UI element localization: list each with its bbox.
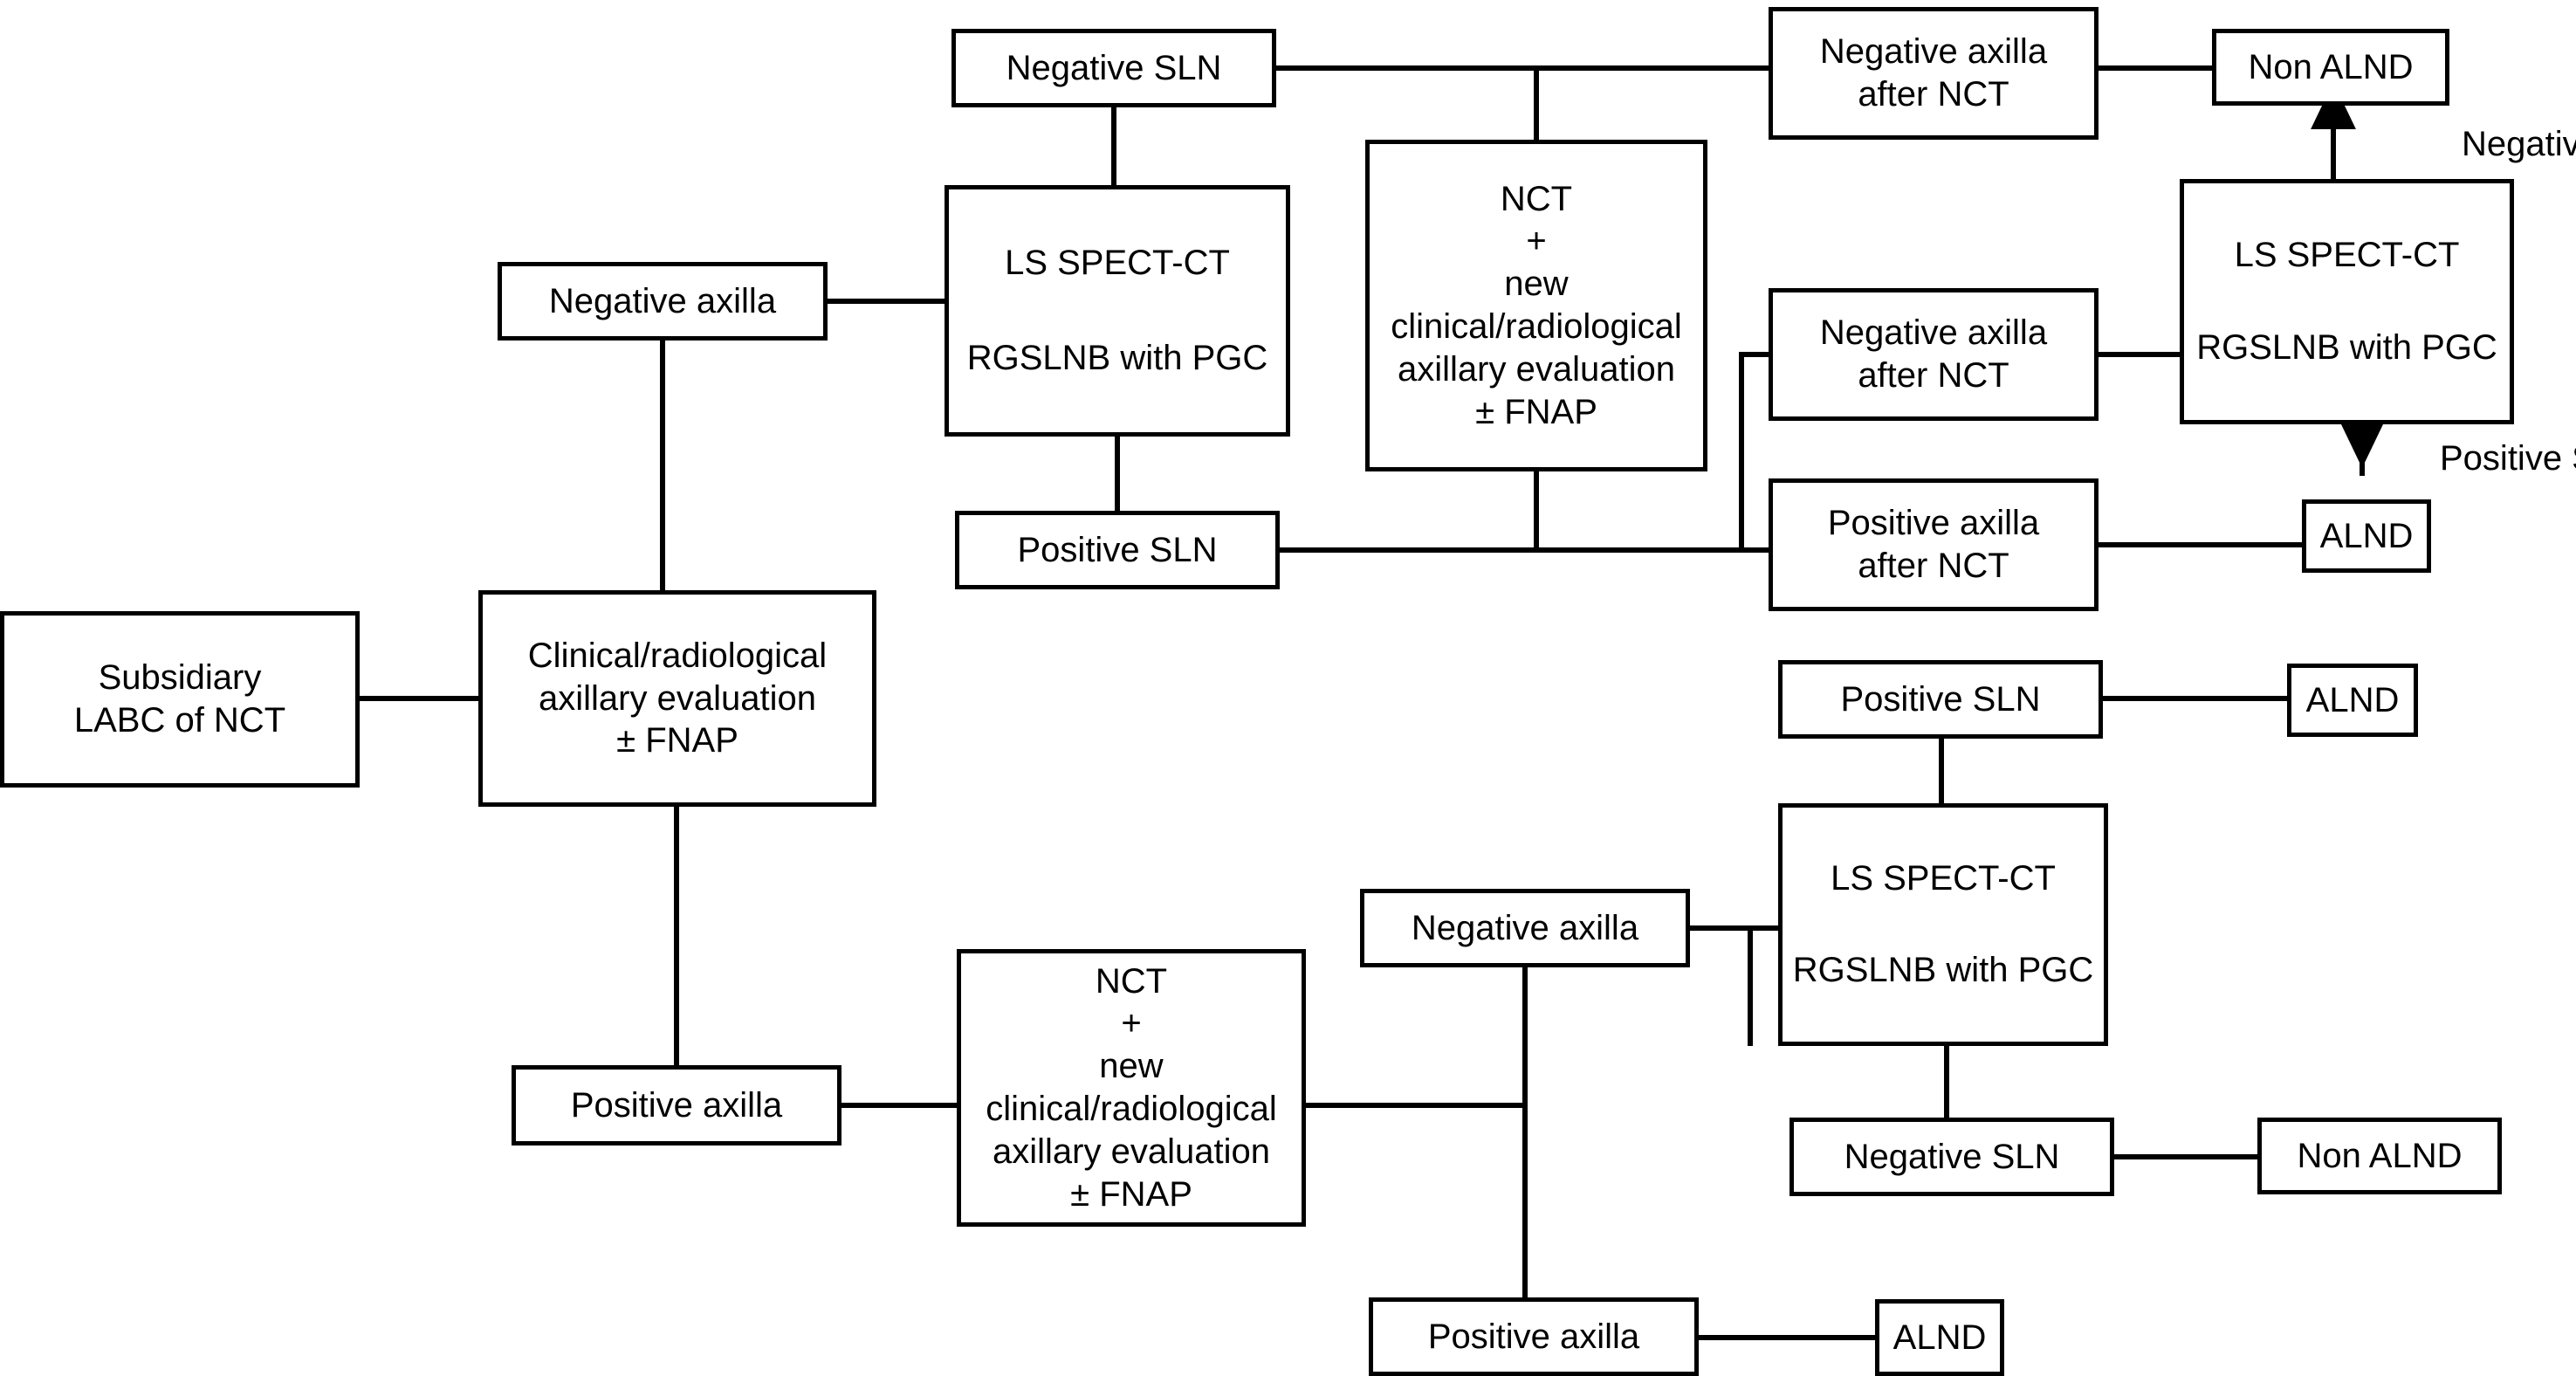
node-pos-sln-top[interactable]: Positive SLN <box>955 511 1280 589</box>
node-nct-bottom-line-2: new <box>1099 1047 1164 1086</box>
node-nct-top-line-0: NCT <box>1500 179 1573 218</box>
node-neg-sln-top-line-0: Negative SLN <box>1006 48 1222 87</box>
node-nct-bottom[interactable]: NCT+ new clinical/radiological axillary eva… <box>957 949 1306 1227</box>
label-negative-sln: Negative SLN <box>2462 125 2576 163</box>
node-alnd-right-mid-line-0: ALND <box>2305 680 2400 719</box>
node-subsidiary-line-1: LABC of NCT <box>73 701 286 740</box>
node-lsspect-right-line-0: LS SPECT-CT <box>2234 235 2460 274</box>
node-nct-top-line-1: + <box>1526 222 1547 261</box>
node-non-alnd-bottom-line-0: Non ALND <box>2297 1136 2463 1175</box>
node-subsidiary-line-0: Subsidiary <box>98 658 262 698</box>
node-pos-sln-right-line-0: Positive SLN <box>1840 679 2041 719</box>
node-nct-top-line-4: axillary evaluation <box>1398 349 1675 389</box>
node-alnd-right-top-line-0: ALND <box>2319 516 2414 555</box>
node-pos-axilla-nct-line-1: after NCT <box>1858 547 2009 585</box>
node-clin-rad-eval-line-1: axillary evaluation <box>539 678 816 718</box>
label-positive-sln: Positive SLN <box>2440 439 2576 478</box>
node-pos-axilla-nct[interactable]: Positive axilla after NCT <box>1769 478 2099 611</box>
node-lsspect-bottom-line-0: LS SPECT-CT <box>1831 858 2056 898</box>
node-pos-axilla-bottom[interactable]: Positive axilla <box>1369 1297 1699 1376</box>
node-nct-bottom-line-3: clinical/radiological <box>986 1090 1277 1128</box>
node-pos-axilla-nct-line-0: Positive axilla <box>1827 504 2040 543</box>
node-neg-sln-top[interactable]: Negative SLN <box>951 29 1276 107</box>
arrow-down-alnd-icon <box>2339 421 2385 468</box>
node-neg-axilla-bottom[interactable]: Negative axilla <box>1360 889 1690 967</box>
node-neg-sln-bottom-line-0: Negative SLN <box>1844 1137 2060 1176</box>
node-non-alnd-top[interactable]: Non ALND <box>2212 29 2449 106</box>
node-pos-axilla-left-line-0: Positive axilla <box>570 1085 783 1125</box>
node-alnd-right-mid[interactable]: ALND <box>2287 664 2418 737</box>
node-neg-axilla-nct-2-line-0: Negative axilla <box>1819 313 2048 353</box>
node-nct-top-line-5: ± FNAP <box>1475 392 1597 431</box>
node-clin-rad-eval-line-0: Clinical/radiological <box>527 636 828 675</box>
node-neg-axilla-nct-2-line-1: after NCT <box>1858 356 2009 395</box>
node-non-alnd-top-line-0: Non ALND <box>2248 47 2414 86</box>
node-clin-rad-eval-line-2: ± FNAP <box>616 721 738 760</box>
node-lsspect-right-line-1: RGSLNB with PGC <box>2196 328 2497 368</box>
node-lsspect-top-line-0: LS SPECT-CT <box>1005 244 1230 283</box>
node-nct-top-line-2: new <box>1504 265 1569 304</box>
node-alnd-bottom-line-0: ALND <box>1893 1318 1987 1357</box>
node-non-alnd-bottom[interactable]: Non ALND <box>2257 1118 2502 1194</box>
node-alnd-bottom[interactable]: ALND <box>1875 1299 2004 1376</box>
node-pos-sln-right[interactable]: Positive SLN <box>1778 660 2103 739</box>
node-neg-axilla-top-line-0: Negative axilla <box>548 281 777 320</box>
node-pos-axilla-bottom-line-0: Positive axilla <box>1427 1317 1640 1356</box>
node-nct-bottom-line-0: NCT <box>1095 961 1168 1001</box>
node-lsspect-right[interactable]: LS SPECT-CT RGSLNB with PGC <box>2180 179 2514 424</box>
node-neg-axilla-nct-1-line-0: Negative axilla <box>1819 32 2048 72</box>
node-nct-bottom-line-1: + <box>1121 1004 1142 1043</box>
node-lsspect-bottom[interactable]: LS SPECT-CT RGSLNB with PGC <box>1778 803 2108 1046</box>
node-neg-axilla-top[interactable]: Negative axilla <box>498 262 828 341</box>
node-neg-sln-bottom[interactable]: Negative SLN <box>1789 1118 2114 1196</box>
node-neg-axilla-nct-1-line-1: after NCT <box>1858 75 2009 114</box>
node-lsspect-top-line-1: RGSLNB with PGC <box>966 339 1268 378</box>
node-nct-bottom-line-5: ± FNAP <box>1070 1174 1192 1214</box>
connector-negaxillanct2-elbow <box>1739 352 1769 550</box>
node-nct-bottom-line-4: axillary evaluation <box>993 1132 1270 1171</box>
node-pos-axilla-left[interactable]: Positive axilla <box>512 1065 841 1146</box>
node-alnd-right-top[interactable]: ALND <box>2302 499 2431 573</box>
node-lsspect-top[interactable]: LS SPECT-CT RGSLNB with PGC <box>945 185 1290 437</box>
node-lsspect-bottom-line-1: RGSLNB with PGC <box>1792 951 2094 990</box>
node-neg-axilla-bottom-line-0: Negative axilla <box>1411 908 1639 947</box>
node-pos-sln-top-line-0: Positive SLN <box>1017 530 1218 569</box>
node-nct-top-line-3: clinical/radiological <box>1391 307 1682 346</box>
